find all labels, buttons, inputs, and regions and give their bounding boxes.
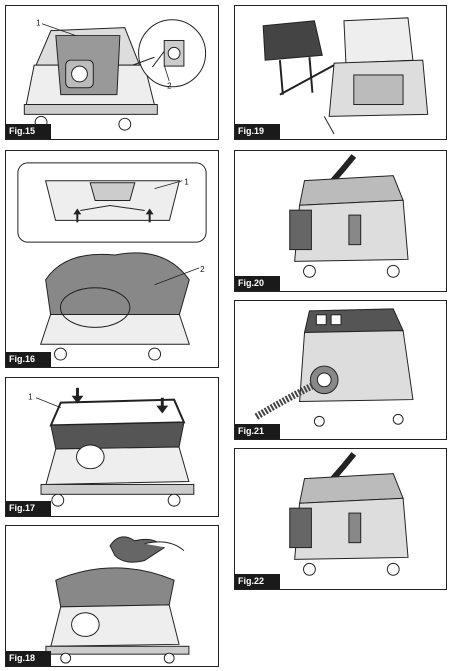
fig15-callout-2: 2 — [167, 82, 171, 91]
figure-16-panel: 1 2 Fig.16 — [5, 150, 219, 368]
fig16-label: Fig.16 — [6, 352, 52, 367]
figure-17-panel: 1 Fig.17 — [5, 377, 219, 517]
fig21-label: Fig.21 — [235, 424, 281, 439]
fig16-vacuum-illustration: 1 2 — [17, 162, 207, 361]
fig22-label: Fig.22 — [235, 574, 281, 589]
figure-20-panel: Fig.20 — [234, 150, 447, 292]
fig17-label: Fig.17 — [6, 501, 52, 516]
fig16-callout-1: 1 — [184, 178, 189, 187]
figure-15-panel: 1 2 Fig.15 — [5, 5, 219, 140]
figure-22-panel: Fig.22 — [234, 448, 447, 590]
figure-21-panel: Fig.21 — [234, 300, 447, 440]
fig22-vacuum-illustration — [289, 452, 409, 576]
fig20-vacuum-illustration — [289, 154, 409, 278]
fig20-label: Fig.20 — [235, 276, 281, 291]
fig19-label: Fig.19 — [235, 124, 281, 139]
figure-18-panel: Fig.18 — [5, 525, 219, 667]
fig15-vacuum-illustration: 1 2 — [23, 19, 207, 131]
fig18-label: Fig.18 — [6, 651, 52, 666]
fig15-label: Fig.15 — [6, 124, 52, 139]
fig19-vacuum-illustration — [262, 17, 429, 135]
figure-19-panel: Fig.19 — [234, 5, 447, 140]
fig17-vacuum-illustration: 1 — [28, 387, 195, 507]
fig17-callout-1: 1 — [28, 393, 32, 402]
fig16-callout-2: 2 — [200, 265, 204, 274]
fig15-callout-1: 1 — [36, 19, 40, 28]
fig18-vacuum-illustration — [45, 536, 190, 664]
fig21-vacuum-illustration — [253, 308, 414, 427]
